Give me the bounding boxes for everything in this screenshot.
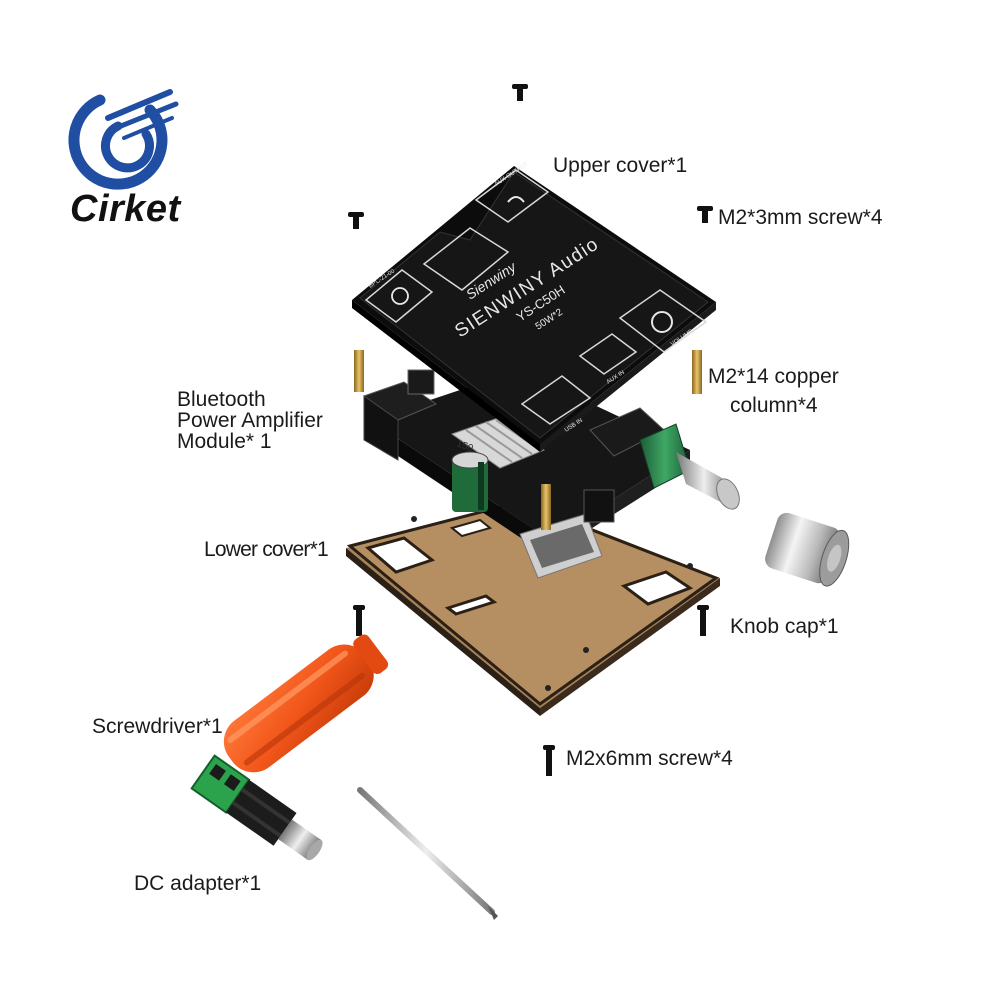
copper-column	[354, 350, 364, 392]
label-dc-adapter: DC adapter*1	[134, 872, 262, 895]
label-screw-3mm: M2*3mm screw*4	[718, 206, 883, 229]
brand-name: Cirket	[70, 188, 181, 230]
usb-port	[519, 513, 603, 579]
volume-potentiometer	[639, 423, 740, 510]
copper-column	[692, 350, 702, 394]
capacitor	[451, 451, 489, 512]
label-module-line3: Module* 1	[177, 430, 272, 453]
label-screwdriver: Screwdriver*1	[92, 715, 223, 738]
label-module-line2: Power Amplifier	[177, 409, 323, 432]
label-module-line1: Bluetooth	[177, 388, 266, 411]
label-screw-6mm: M2x6mm screw*4	[566, 747, 733, 770]
knob-cap	[765, 512, 850, 587]
screwdriver	[223, 634, 498, 920]
dc-adapter	[190, 754, 323, 861]
aux-jack	[583, 489, 615, 523]
label-knob-cap: Knob cap*1	[730, 615, 839, 638]
screw-3mm-icon	[348, 212, 364, 229]
cirket-logo	[68, 89, 179, 190]
screw-6mm-icon	[697, 605, 709, 636]
screw-6mm-icon	[543, 745, 555, 776]
lower-cover	[346, 500, 720, 716]
screw-6mm-icon	[353, 605, 365, 636]
screw-3mm-icon	[512, 84, 528, 101]
upper-cover: Sienwiny SIENWINY Audio YS-C50H 50W*2 AU…	[352, 161, 716, 452]
dc-jack	[362, 369, 438, 461]
label-copper-column-line2: column*4	[730, 394, 818, 417]
label-lower-cover: Lower cover*1	[204, 538, 329, 561]
label-upper-cover: Upper cover*1	[553, 154, 688, 177]
copper-column	[541, 484, 551, 530]
screw-3mm-icon	[697, 206, 713, 223]
label-copper-column-line1: M2*14 copper	[708, 365, 839, 388]
bluetooth-amplifier-module: 150	[362, 369, 740, 579]
